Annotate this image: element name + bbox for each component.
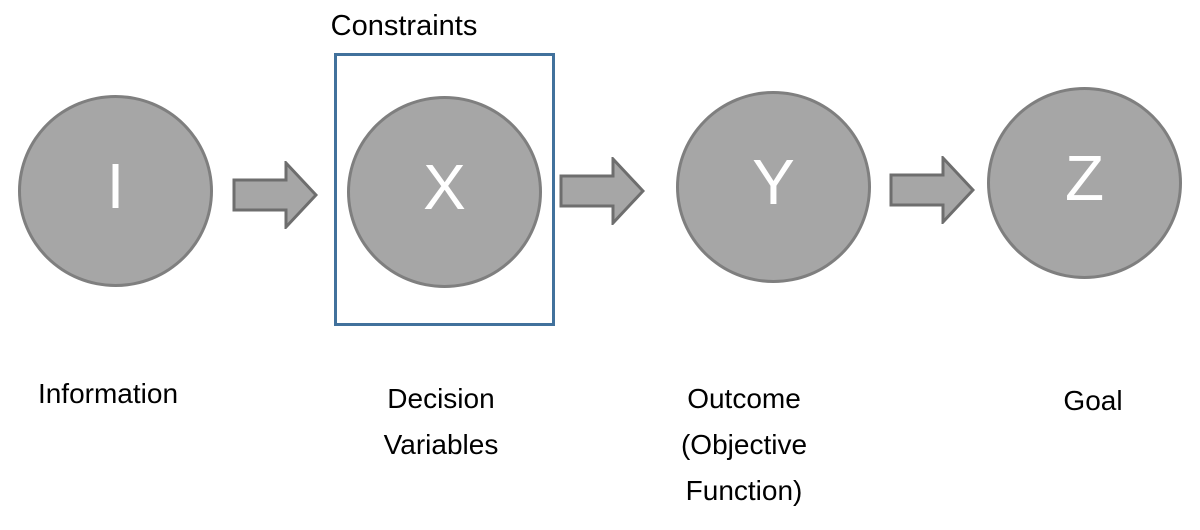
label-line: Goal	[1063, 385, 1123, 416]
node-circle-information: I	[18, 95, 213, 287]
node-label-goal: Goal	[993, 378, 1193, 424]
label-line: Variables	[383, 429, 499, 460]
node-circle-goal: Z	[987, 87, 1182, 279]
node-circle-decision-variables: X	[347, 96, 542, 288]
arrow-y-to-z-icon	[889, 156, 975, 224]
constraints-label: Constraints	[330, 10, 478, 42]
node-letter-i: I	[106, 150, 125, 222]
node-label-outcome: Outcome (Objective Function)	[644, 376, 844, 514]
node-letter-y: Y	[752, 146, 795, 218]
label-line: Function)	[685, 475, 803, 506]
label-line: (Objective	[680, 429, 808, 460]
arrow-x-to-y-icon	[559, 157, 645, 225]
label-line: Information	[37, 378, 179, 409]
node-letter-x: X	[423, 151, 466, 223]
node-label-information: Information	[8, 371, 208, 417]
node-label-decision-variables: Decision Variables	[341, 376, 541, 468]
label-line: Decision	[387, 383, 495, 414]
label-line: Outcome	[687, 383, 801, 414]
node-letter-z: Z	[1064, 142, 1105, 214]
arrow-i-to-x-icon	[232, 161, 318, 229]
constraints-box	[334, 53, 555, 326]
node-circle-outcome: Y	[676, 91, 871, 283]
